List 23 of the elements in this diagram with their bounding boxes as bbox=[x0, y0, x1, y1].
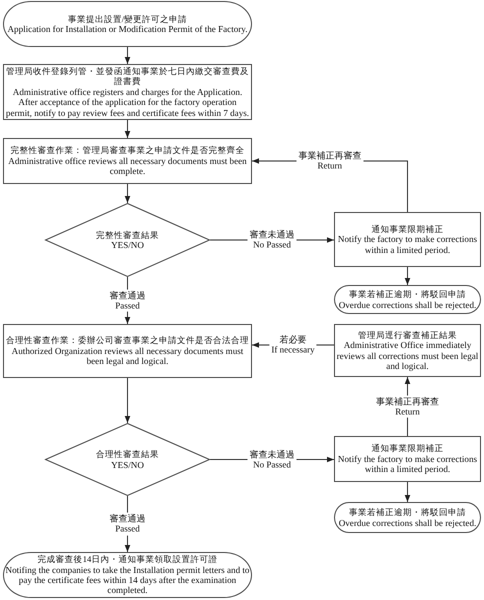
edge-label: 事業補正再審查 Return bbox=[374, 395, 441, 418]
terminal-box: 完成審查後14日內・通知事業領取設置許可證 Notifing the companies to take the Installation permit letters and to pay the certificate fees within 14 days after the examination completed. bbox=[3, 552, 252, 598]
edge-label: 審查通過 Passed bbox=[108, 512, 148, 536]
process-box: 管理局收件登錄列管・並發函通知事業於七日內繳交審查費及證書費 Administrative office registers and charges for the Application. After acceptance of the application for the factory operation permit, notify to pay review fees and certificate fees within 7 days. bbox=[3, 64, 252, 120]
decision-diamond: 完整性審查結果 YES/NO bbox=[45, 203, 210, 277]
process-box: 通知事業限期補正 Notify the factory to make corrections within a limited period. bbox=[334, 212, 481, 267]
process-box: 合理性審查作業：委辦公司審查事業之申請文件是否合法合理 Authorized Organization reviews all necessary documents must been legal and logical. bbox=[3, 324, 252, 378]
process-box: 完整性審查作業：管理局審查事業之申請文件是否完整齊全 Administrative office reviews all necessary documents must been complete. bbox=[3, 138, 252, 184]
edge-label: 若必要 If necessary bbox=[269, 334, 317, 356]
edge-label: 審查通過 Passed bbox=[108, 289, 148, 312]
terminal-box: 事業若補正逾期・將駁回申請 Overdue corrections shall be rejected. bbox=[334, 285, 481, 314]
decision-diamond: 合理性審查結果 YES/NO bbox=[45, 423, 210, 496]
terminal-box: 事業提出設置/變更許可之申請 Application for Installation or Modification Permit of the Factory. bbox=[3, 1, 252, 47]
process-box: 通知事業限期補正 Notify the factory to make corrections within a limited period. bbox=[334, 436, 481, 482]
arrow bbox=[404, 266, 410, 286]
terminal-box: 事業若補正逾期・將駁回申請 Overdue corrections shall be rejected. bbox=[334, 502, 481, 533]
arrow bbox=[124, 378, 130, 424]
process-box: 管理局逕行審查補正結果 Administrative Office immediately reviews all corrections must been legal and logical. bbox=[334, 324, 481, 377]
arrow bbox=[404, 482, 410, 502]
arrow bbox=[124, 184, 130, 204]
edge-label: 審查未通過 No Passed bbox=[248, 448, 296, 471]
arrow bbox=[124, 46, 130, 64]
arrow bbox=[124, 120, 130, 138]
